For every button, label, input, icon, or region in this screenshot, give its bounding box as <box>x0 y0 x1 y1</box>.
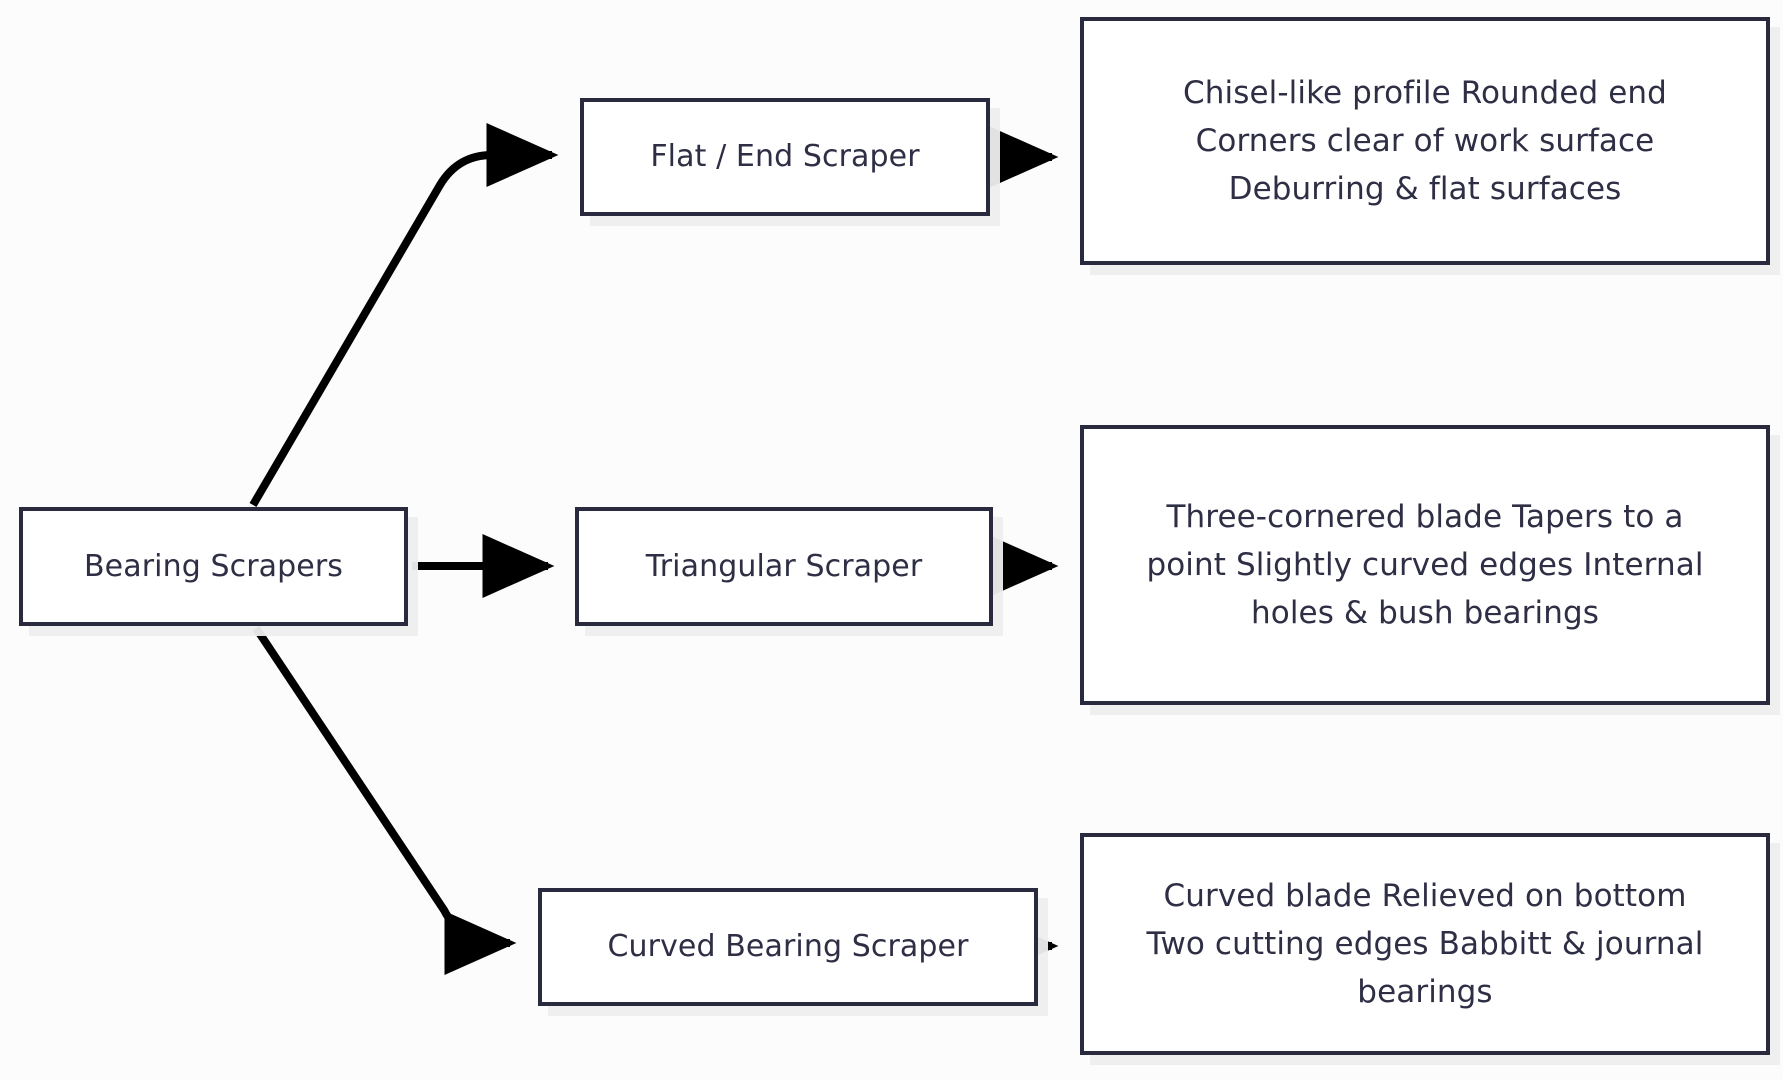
node-label: Bearing Scrapers <box>83 548 343 584</box>
edge-root-to-curved <box>252 625 517 975</box>
node-triangular-scraper[interactable]: Triangular Scraper <box>575 507 993 626</box>
node-flat-end-scraper-description[interactable]: Chisel-like profile Rounded end Corners … <box>1080 17 1770 265</box>
node-label: Three-cornered blade Tapers to a point S… <box>1146 498 1704 632</box>
node-label: Curved blade Relieved on bottom Two cutt… <box>1146 877 1704 1011</box>
node-label: Chisel-like profile Rounded end Corners … <box>1183 74 1667 208</box>
node-curved-bearing-scraper[interactable]: Curved Bearing Scraper <box>538 888 1038 1006</box>
node-triangular-scraper-description[interactable]: Three-cornered blade Tapers to a point S… <box>1080 425 1770 705</box>
node-bearing-scrapers[interactable]: Bearing Scrapers <box>19 507 408 626</box>
node-label: Curved Bearing Scraper <box>607 929 969 964</box>
node-label: Triangular Scraper <box>645 548 923 584</box>
edge-root-to-flat <box>249 123 559 508</box>
node-flat-end-scraper[interactable]: Flat / End Scraper <box>580 98 990 216</box>
node-curved-bearing-scraper-description[interactable]: Curved blade Relieved on bottom Two cutt… <box>1080 833 1770 1055</box>
node-label: Flat / End Scraper <box>650 139 920 174</box>
